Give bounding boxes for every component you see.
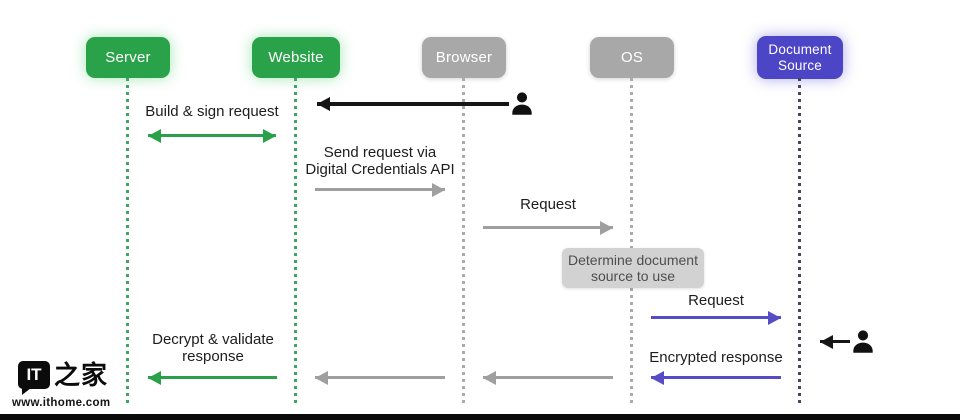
arrow-send-request-api bbox=[315, 188, 445, 191]
arrow-request-browser-os bbox=[483, 226, 613, 229]
ithome-url: www.ithome.com bbox=[12, 397, 111, 409]
arrow-build-sign-request bbox=[148, 134, 276, 137]
user-icon bbox=[850, 329, 876, 357]
actor-box-server: Server bbox=[86, 37, 170, 78]
user-icon bbox=[509, 91, 535, 119]
message-label-decrypt-validate: Decrypt & validate response bbox=[152, 331, 274, 365]
message-label-send-request-api: Send request via Digital Credentials API bbox=[305, 144, 455, 178]
actor-box-browser: Browser bbox=[422, 37, 506, 78]
message-label-request-browser-os: Request bbox=[520, 196, 576, 213]
lifeline-server bbox=[126, 78, 129, 407]
arrow-decrypt-validate bbox=[148, 376, 277, 379]
ithome-logo: IT 之家 bbox=[18, 360, 109, 395]
actor-box-website: Website bbox=[252, 37, 340, 78]
message-label-build-sign-request: Build & sign request bbox=[145, 103, 279, 120]
note-determine-document-source: Determine document source to use bbox=[562, 248, 704, 288]
lifeline-os bbox=[630, 78, 633, 407]
arrow-user-to-docsource bbox=[820, 340, 850, 343]
message-label-request-os-docsource: Request bbox=[688, 292, 744, 309]
lifeline-document-source bbox=[798, 78, 801, 407]
message-label-encrypted-response: Encrypted response bbox=[649, 349, 783, 366]
lifeline-browser bbox=[462, 78, 465, 407]
actor-box-document-source: Document Source bbox=[757, 36, 843, 79]
arrow-encrypted-response bbox=[651, 376, 781, 379]
bottom-bar bbox=[0, 414, 960, 420]
ithome-logo-cjk: 之家 bbox=[54, 360, 109, 390]
actor-box-os: OS bbox=[590, 37, 674, 78]
arrow-user-to-website bbox=[317, 102, 509, 106]
ithome-logo-icon: IT bbox=[18, 361, 50, 395]
arrow-response-browser-website bbox=[315, 376, 445, 379]
arrow-response-os-browser bbox=[483, 376, 613, 379]
lifeline-website bbox=[294, 78, 297, 407]
arrow-request-os-docsource bbox=[651, 316, 781, 319]
